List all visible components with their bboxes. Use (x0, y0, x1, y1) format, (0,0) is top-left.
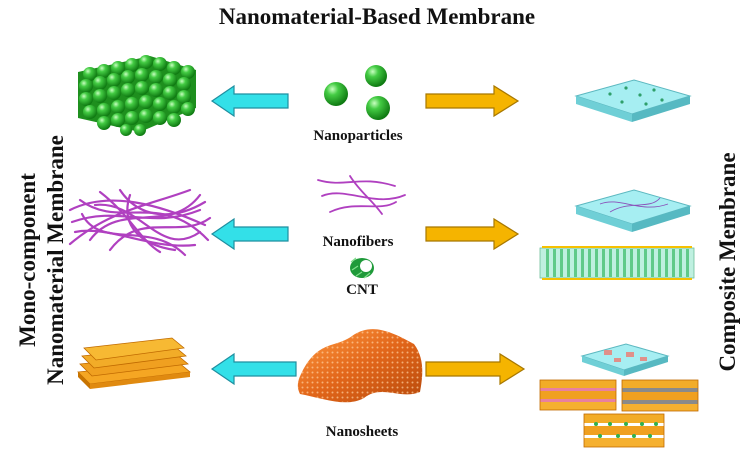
nanosheet-icon (297, 329, 423, 403)
nanosheet-stack-icon (77, 337, 191, 389)
nanofibers-icon (317, 175, 406, 215)
nanoparticles-icon (324, 65, 390, 120)
left-arrow-row3-icon (210, 352, 297, 386)
laminate-stack-green-icon (583, 413, 665, 448)
page-title: Nanomaterial-Based Membrane (218, 4, 536, 29)
cnt-label: CNT (346, 282, 378, 298)
nanoparticles-label: Nanoparticles (313, 128, 403, 144)
right-arrow-row2-icon (425, 217, 520, 251)
laminate-stack-gray-icon (621, 379, 699, 412)
nanofiber-network-icon (68, 188, 212, 257)
cnt-aligned-membrane-icon (539, 246, 695, 280)
cnt-icon (350, 257, 374, 279)
particle-composite-membrane-icon (574, 79, 692, 122)
nanosheets-label: Nanosheets (325, 424, 399, 440)
nanoparticle-cluster-icon (78, 55, 196, 136)
right-arrow-row3-icon (425, 352, 526, 386)
laminate-stack-pink-icon (539, 379, 617, 411)
left-arrow-row2-icon (210, 217, 289, 251)
right-arrow-row1-icon (425, 84, 520, 118)
fiber-composite-membrane-icon (574, 189, 692, 232)
left-arrow-row1-icon (210, 84, 289, 118)
sheet-composite-membrane-icon (580, 343, 670, 376)
nanofibers-label: Nanofibers (322, 234, 394, 250)
